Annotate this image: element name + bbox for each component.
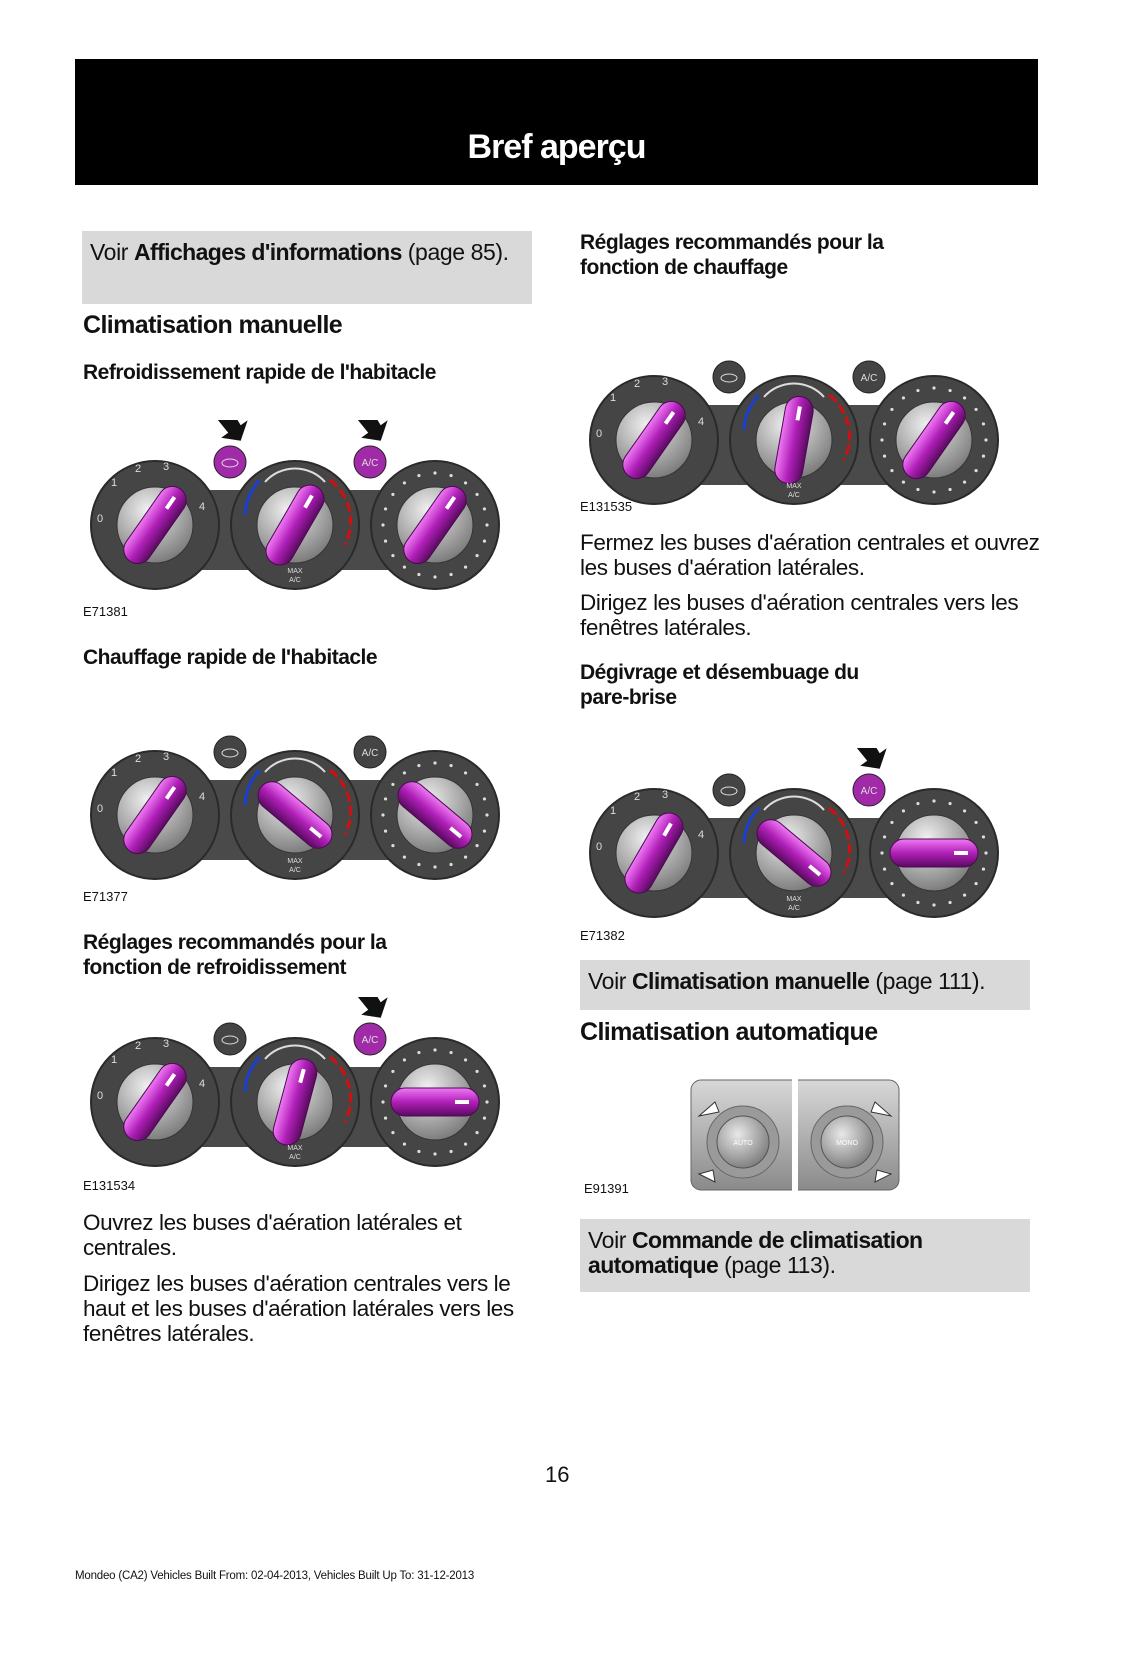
fan-speed-label: 0 bbox=[596, 841, 602, 853]
see-manual-box: Voir Climatisation manuelle (page 111). bbox=[580, 960, 1030, 1010]
cooling-paragraph-2: Dirigez les buses d'aération centrales v… bbox=[83, 1271, 514, 1346]
fan-speed-label: 4 bbox=[199, 791, 205, 803]
cooling-title-line2: fonction de refroidissement bbox=[83, 956, 347, 979]
figure-code: E71381 bbox=[83, 604, 128, 619]
fan-speed-label: 1 bbox=[610, 805, 616, 817]
max-label: MAX bbox=[786, 483, 802, 490]
heating-title-line1: Réglages recommandés pour la bbox=[580, 231, 884, 254]
auto-climate-link[interactable]: Commande de climatisation automatique bbox=[588, 1227, 923, 1278]
fan-speed-label: 1 bbox=[111, 477, 117, 489]
section-title-manual: Climatisation manuelle bbox=[83, 311, 343, 339]
chapter-header: Bref aperçu bbox=[75, 59, 1038, 185]
chapter-title: Bref aperçu bbox=[467, 128, 647, 166]
fan-speed-label: 1 bbox=[111, 1054, 117, 1066]
cooling-title: Réglages recommandés pour la fonction de… bbox=[83, 930, 387, 980]
fan-speed-label: 4 bbox=[698, 416, 704, 428]
mono-label: MONO bbox=[836, 1140, 858, 1147]
defrost-title-line2: pare-brise bbox=[580, 686, 677, 709]
max-label: MAX bbox=[287, 568, 303, 575]
defrost-title: Dégivrage et désembuage du pare-brise bbox=[580, 660, 859, 710]
cooling-paragraph-1: Ouvrez les buses d'aération latérales et… bbox=[83, 1210, 462, 1260]
fan-speed-label: 3 bbox=[662, 376, 668, 388]
ac-button-label: A/C bbox=[362, 1035, 379, 1046]
footer-text: Mondeo (CA2) Vehicles Built From: 02-04-… bbox=[75, 1570, 475, 1582]
fan-speed-label: 3 bbox=[662, 789, 668, 801]
heating-paragraph-2: Dirigez les buses d'aération centrales v… bbox=[580, 590, 1019, 640]
see-suffix: (page 85). bbox=[401, 239, 509, 265]
figure-code: E71377 bbox=[83, 889, 128, 904]
see-info-box: Voir Affichages d'informations (page 85)… bbox=[82, 231, 532, 304]
fan-speed-label: 0 bbox=[596, 428, 602, 440]
fan-speed-label: 1 bbox=[610, 392, 616, 404]
figure-code: E131534 bbox=[83, 1178, 136, 1193]
fan-speed-label: 1 bbox=[111, 767, 117, 779]
fan-speed-label: 2 bbox=[135, 1040, 141, 1052]
see-prefix: Voir bbox=[588, 1227, 633, 1253]
fan-speed-label: 3 bbox=[163, 1038, 169, 1050]
ac-button-label: A/C bbox=[861, 786, 878, 797]
max-ac-label: A/C bbox=[289, 577, 301, 584]
info-displays-link[interactable]: Affichages d'informations bbox=[134, 239, 402, 265]
see-prefix: Voir bbox=[588, 968, 633, 994]
max-ac-label: A/C bbox=[289, 1154, 301, 1161]
max-ac-label: A/C bbox=[289, 867, 301, 874]
max-label: MAX bbox=[287, 858, 303, 865]
fan-speed-label: 2 bbox=[135, 463, 141, 475]
quick-cool-title: Refroidissement rapide de l'habitacle bbox=[83, 361, 436, 384]
max-ac-label: A/C bbox=[788, 492, 800, 499]
figure-code: E91391 bbox=[584, 1181, 629, 1196]
see-suffix: (page 113). bbox=[718, 1252, 836, 1278]
fan-speed-label: 0 bbox=[97, 513, 103, 525]
heating-title: Réglages recommandés pour la fonction de… bbox=[580, 230, 884, 280]
max-ac-label: A/C bbox=[788, 905, 800, 912]
ac-button-label: A/C bbox=[362, 748, 379, 759]
see-auto-box: Voir Commande de climatisation automatiq… bbox=[580, 1219, 1030, 1292]
see-prefix: Voir bbox=[90, 239, 135, 265]
figure-code: E71382 bbox=[580, 928, 625, 943]
fan-speed-label: 3 bbox=[163, 751, 169, 763]
auto-climate-figure: AUTO MONO bbox=[689, 1076, 901, 1194]
fan-speed-label: 4 bbox=[199, 501, 205, 513]
max-label: MAX bbox=[287, 1145, 303, 1152]
manual-climate-link[interactable]: Climatisation manuelle bbox=[632, 968, 870, 994]
section-title-auto: Climatisation automatique bbox=[580, 1018, 878, 1046]
heating-title-line2: fonction de chauffage bbox=[580, 256, 788, 279]
fan-speed-label: 2 bbox=[634, 791, 640, 803]
page-number: 16 bbox=[545, 1462, 570, 1487]
fan-speed-label: 2 bbox=[634, 378, 640, 390]
see-suffix: (page 111). bbox=[869, 968, 986, 994]
defrost-title-line1: Dégivrage et désembuage du bbox=[580, 661, 859, 684]
cooling-title-line1: Réglages recommandés pour la bbox=[83, 931, 387, 954]
figure-code: E131535 bbox=[580, 499, 633, 514]
heating-paragraph-1: Fermez les buses d'aération centrales et… bbox=[580, 530, 1040, 580]
fan-speed-label: 3 bbox=[163, 461, 169, 473]
fan-speed-label: 2 bbox=[135, 753, 141, 765]
fan-speed-label: 0 bbox=[97, 1090, 103, 1102]
ac-button-label: A/C bbox=[362, 458, 379, 469]
ac-button-label: A/C bbox=[861, 373, 878, 384]
fan-speed-label: 0 bbox=[97, 803, 103, 815]
auto-label: AUTO bbox=[733, 1140, 753, 1147]
fan-speed-label: 4 bbox=[199, 1078, 205, 1090]
fan-speed-label: 4 bbox=[698, 829, 704, 841]
max-label: MAX bbox=[786, 896, 802, 903]
quick-heat-title: Chauffage rapide de l'habitacle bbox=[83, 646, 378, 669]
